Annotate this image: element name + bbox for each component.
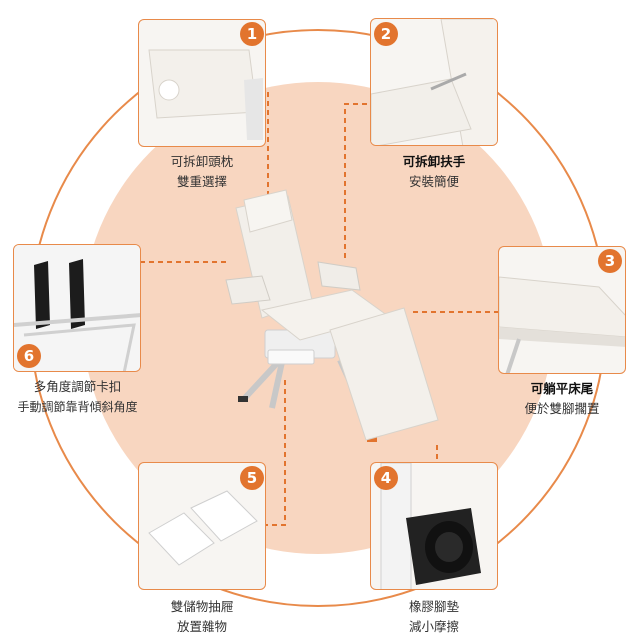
caption-1: 可拆卸頭枕 雙重選擇 — [138, 152, 266, 192]
armrest-image — [371, 19, 497, 145]
chair-illustration — [225, 189, 439, 442]
leader-lines — [140, 92, 498, 526]
caption-4: 橡膠腳墊 減小摩擦 — [370, 597, 498, 637]
chair-leg — [240, 357, 283, 403]
badge-5: 5 — [240, 466, 264, 490]
caption-5-subtitle: 放置雜物 — [176, 619, 227, 634]
badge-2: 2 — [374, 22, 398, 46]
caption-3-title: 可躺平床尾 — [530, 381, 594, 396]
badge-3: 3 — [598, 249, 622, 273]
caption-2-subtitle: 安裝簡便 — [408, 174, 459, 189]
badge-1: 1 — [240, 22, 264, 46]
caption-4-subtitle: 減小摩擦 — [408, 619, 459, 634]
caption-5: 雙儲物抽屜 放置雜物 — [138, 597, 266, 637]
caption-5-title: 雙儲物抽屜 — [170, 599, 234, 614]
badge-6: 6 — [17, 344, 41, 368]
caption-3: 可躺平床尾 便於雙腳擱置 — [498, 379, 626, 419]
chair-legrest — [329, 307, 439, 441]
caption-2-title: 可拆卸扶手 — [402, 154, 466, 169]
chair-armrest-right — [317, 261, 361, 291]
caption-1-subtitle: 雙重選擇 — [176, 174, 227, 189]
caption-6-subtitle: 手動調節靠背傾斜角度 — [17, 400, 138, 414]
chair-drawer — [267, 349, 315, 365]
foot-cap — [367, 436, 377, 442]
foot-cap — [238, 396, 248, 402]
caption-4-title: 橡膠腳墊 — [408, 599, 459, 614]
feature-panel-6 — [13, 244, 141, 372]
feature-panel-2 — [370, 18, 498, 146]
caption-6-title: 多角度調節卡扣 — [33, 379, 122, 394]
chair-armrest-left — [225, 275, 271, 305]
caption-6: 多角度調節卡扣 手動調節靠背傾斜角度 — [0, 377, 155, 417]
chair-headrest — [243, 189, 293, 233]
caption-2: 可拆卸扶手 安裝簡便 — [370, 152, 498, 192]
chair-leg — [269, 361, 285, 409]
headrest-image — [148, 49, 263, 140]
caption-1-title: 可拆卸頭枕 — [170, 154, 234, 169]
badge-4: 4 — [374, 466, 398, 490]
legrest-image — [499, 276, 625, 373]
storage-trays-image — [148, 490, 258, 566]
caption-3-subtitle: 便於雙腳擱置 — [524, 401, 600, 416]
